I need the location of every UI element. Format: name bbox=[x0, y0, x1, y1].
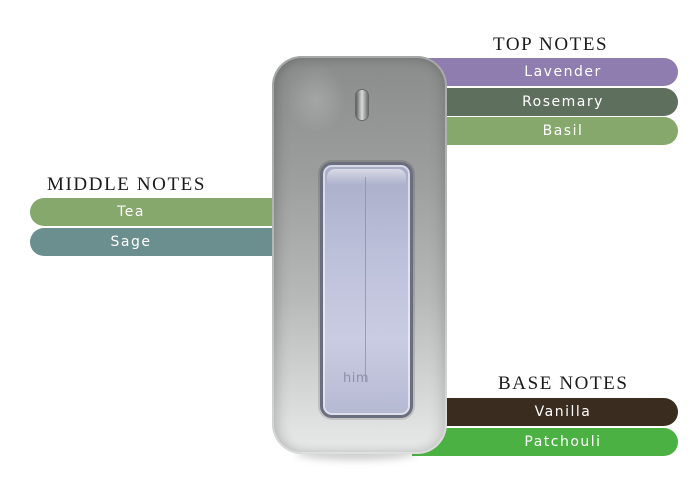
base-note-pill-vanilla: Vanilla bbox=[412, 398, 678, 426]
top-note-pill-rosemary: Rosemary bbox=[412, 88, 678, 116]
middle-notes-heading: MIDDLE NOTES bbox=[47, 174, 207, 195]
top-note-label: Basil bbox=[542, 123, 584, 139]
top-note-label: Lavender bbox=[524, 64, 602, 80]
top-note-label: Rosemary bbox=[522, 94, 604, 110]
base-note-pill-patchouli: Patchouli bbox=[412, 428, 678, 456]
perfume-bottle: him bbox=[272, 56, 447, 454]
dip-tube bbox=[365, 177, 366, 382]
middle-note-pill-sage: Sage bbox=[30, 228, 292, 256]
sprayer-nozzle bbox=[356, 90, 368, 120]
top-note-pill-lavender: Lavender bbox=[412, 58, 678, 86]
top-note-pill-basil: Basil bbox=[412, 117, 678, 145]
middle-note-label: Sage bbox=[110, 234, 152, 250]
base-note-label: Vanilla bbox=[534, 404, 592, 420]
middle-note-pill-tea: Tea bbox=[30, 198, 292, 226]
base-note-label: Patchouli bbox=[524, 434, 602, 450]
bottle-window: him bbox=[320, 162, 413, 418]
bottle-sheen bbox=[286, 64, 346, 134]
base-notes-heading: BASE NOTES bbox=[498, 373, 629, 394]
top-notes-heading: TOP NOTES bbox=[493, 34, 609, 55]
bottle-brand-text: him bbox=[343, 371, 370, 386]
window-highlight bbox=[327, 169, 406, 185]
middle-note-label: Tea bbox=[117, 204, 145, 220]
